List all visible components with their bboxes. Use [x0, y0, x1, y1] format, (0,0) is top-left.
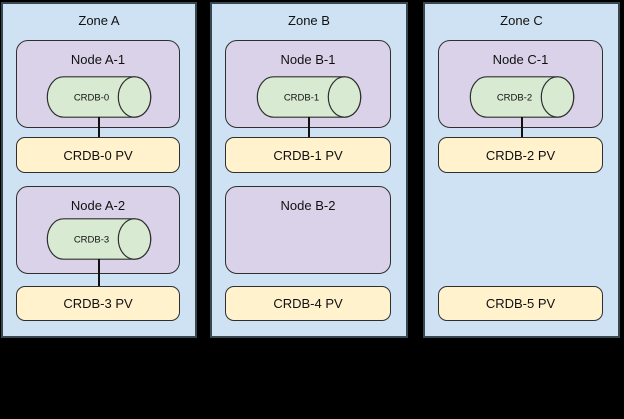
zone-b: Zone B Node B-1 CRDB-1 CRDB-1 PV Node B-… [210, 2, 408, 338]
connector-crdb0-to-pv [98, 117, 100, 138]
cylinder-cap-shape [540, 76, 574, 118]
node-b2: Node B-2 [225, 186, 391, 274]
node-a2-title: Node A-2 [70, 198, 126, 213]
crdb-4-pv-box: CRDB-4 PV [225, 286, 391, 321]
crdb-0-pod-cylinder: CRDB-0 [46, 76, 152, 118]
crdb-1-pod-cylinder: CRDB-1 [256, 76, 362, 118]
crdb-3-pv-box: CRDB-3 PV [16, 286, 180, 321]
connector-crdb2-to-pv [520, 117, 523, 138]
crdb-2-pod-label: CRDB-2 [496, 93, 531, 104]
cylinder-cap-shape [117, 76, 152, 118]
node-b1-title: Node B-1 [280, 52, 336, 67]
cylinder-cap-shape [117, 218, 152, 260]
zone-a: Zone A Node A-1 CRDB-0 CRDB-0 PV Node A-… [1, 2, 197, 338]
zone-c: Zone C Node C-1 CRDB-2 CRDB-2 PV CRDB-5 … [423, 2, 620, 338]
node-b2-title: Node B-2 [280, 198, 336, 213]
crdb-0-pv-label: CRDB-0 PV [63, 147, 133, 163]
cylinder-cap-shape [327, 76, 362, 118]
crdb-1-pv-label: CRDB-1 PV [273, 147, 343, 163]
crdb-3-pod-cylinder: CRDB-3 [46, 218, 152, 260]
node-a1-title: Node A-1 [70, 52, 126, 67]
crdb-3-pod-label: CRDB-3 [74, 235, 109, 246]
zone-c-title: Zone C [500, 13, 543, 28]
crdb-5-pv-box: CRDB-5 PV [438, 286, 603, 321]
crdb-2-pv-label: CRDB-2 PV [485, 147, 556, 163]
crdb-5-pv-label: CRDB-5 PV [485, 296, 556, 311]
connector-crdb1-to-pv [308, 117, 310, 138]
crdb-3-pv-label: CRDB-3 PV [63, 296, 133, 311]
zone-a-title: Zone A [78, 13, 120, 28]
zone-b-title: Zone B [288, 13, 330, 28]
crdb-0-pod-label: CRDB-0 [74, 93, 109, 104]
crdb-2-pod-cylinder: CRDB-2 [469, 76, 574, 118]
crdb-1-pv-box: CRDB-1 PV [225, 137, 391, 173]
crdb-4-pv-label: CRDB-4 PV [273, 296, 343, 311]
crdb-2-pv-box: CRDB-2 PV [438, 137, 603, 173]
crdb-1-pod-label: CRDB-1 [284, 93, 319, 104]
crdb-0-pv-box: CRDB-0 PV [16, 137, 180, 173]
connector-crdb3-to-pv [98, 259, 100, 287]
node-c1-title: Node C-1 [492, 52, 549, 67]
